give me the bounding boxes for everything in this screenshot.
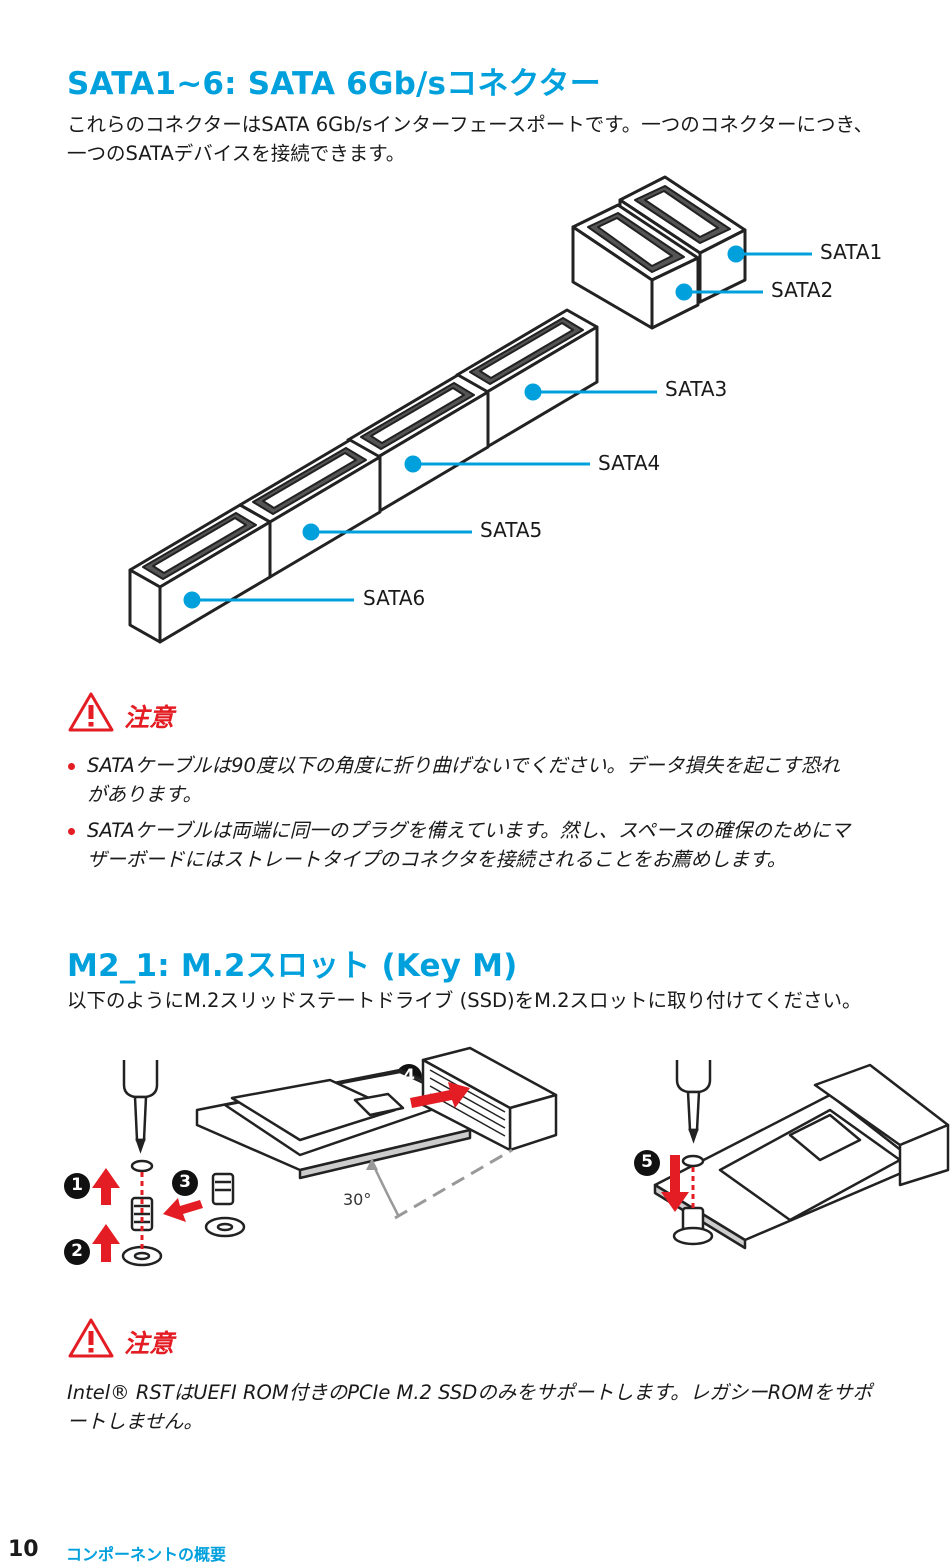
screw-icon [681,1154,705,1168]
caution-title: 注意 [124,703,175,732]
caution-item: SATAケーブルは90度以下の角度に折り曲げないでください。データ損失を起こす恐… [67,751,942,809]
warning-triangle-icon [68,1318,114,1358]
caution-item-line1: SATAケーブルは両端に同一のプラグを備えています。然し、スペースの確保のために… [87,819,850,842]
footer-section-title: コンポーネントの概要 [66,1545,227,1564]
angle-label: 30° [343,1190,372,1209]
caution-note: Intel® RSTはUEFI ROM付きのPCIe M.2 SSDのみをサポー… [67,1378,945,1436]
caution-note-line1: Intel® RSTはUEFI ROM付きのPCIe M.2 SSDのみをサポー… [67,1381,872,1404]
sata5-label: SATA5 [480,518,543,542]
screw-icon [130,1159,154,1173]
insert-arrow-icon [410,1082,470,1108]
sata4-label: SATA4 [598,451,661,475]
caution-title: 注意 [124,1329,175,1358]
screwdriver-icon [675,1060,712,1144]
arrow-icon [661,1155,689,1212]
screwdriver-icon [122,1060,159,1154]
sata-section-title: SATA1~6: SATA 6Gb/sコネクター [67,66,601,102]
caution-note-line2: ートしません。 [67,1410,203,1433]
page-number: 10 [8,1537,39,1562]
sata6-connector [128,503,272,644]
caution-item-line2: ザーボードにはストレートタイプのコネクタを接続されることをお薦めします。 [87,848,787,871]
step-3-number: 3 [179,1172,191,1192]
sata2-connector [571,203,700,330]
m2-description: 以下のようにM.2スリッドステートドライブ (SSD)をM.2スロットに取り付け… [67,989,862,1012]
sata-description-line2: 一つのSATAデバイスを接続できます。 [67,142,406,165]
sata-description-line1: これらのコネクターはSATA 6Gb/sインターフェースポートです。一つのコネク… [67,113,874,136]
m2-section-title: M2_1: M.2スロット (Key M) [67,948,518,984]
caution-list: SATAケーブルは90度以下の角度に折り曲げないでください。データ損失を起こす恐… [67,751,942,881]
caution-item-line1: SATAケーブルは90度以下の角度に折り曲げないでください。データ損失を起こす恐… [87,754,840,777]
warning-triangle-icon [68,692,114,732]
arrow-icon [92,1168,203,1262]
m2-ssd-card-installed [653,1063,950,1250]
sata-description: これらのコネクターはSATA 6Gb/sインターフェースポートです。一つのコネク… [67,110,937,168]
caution-item: SATAケーブルは両端に同一のプラグを備えています。然し、スペースの確保のために… [67,816,942,874]
sata6-label: SATA6 [363,586,426,610]
step-5-number: 5 [641,1152,653,1172]
step-4-number: 4 [403,1066,415,1086]
m2-installation-diagram [64,1046,950,1267]
sata1-label: SATA1 [820,240,883,264]
sata3-label: SATA3 [665,377,728,401]
sata2-label: SATA2 [771,278,834,302]
sata-connectors-diagram [128,175,812,644]
step-2-number: 2 [71,1241,83,1261]
caution-item-line2: があります。 [87,783,203,806]
step-1-number: 1 [71,1175,83,1195]
